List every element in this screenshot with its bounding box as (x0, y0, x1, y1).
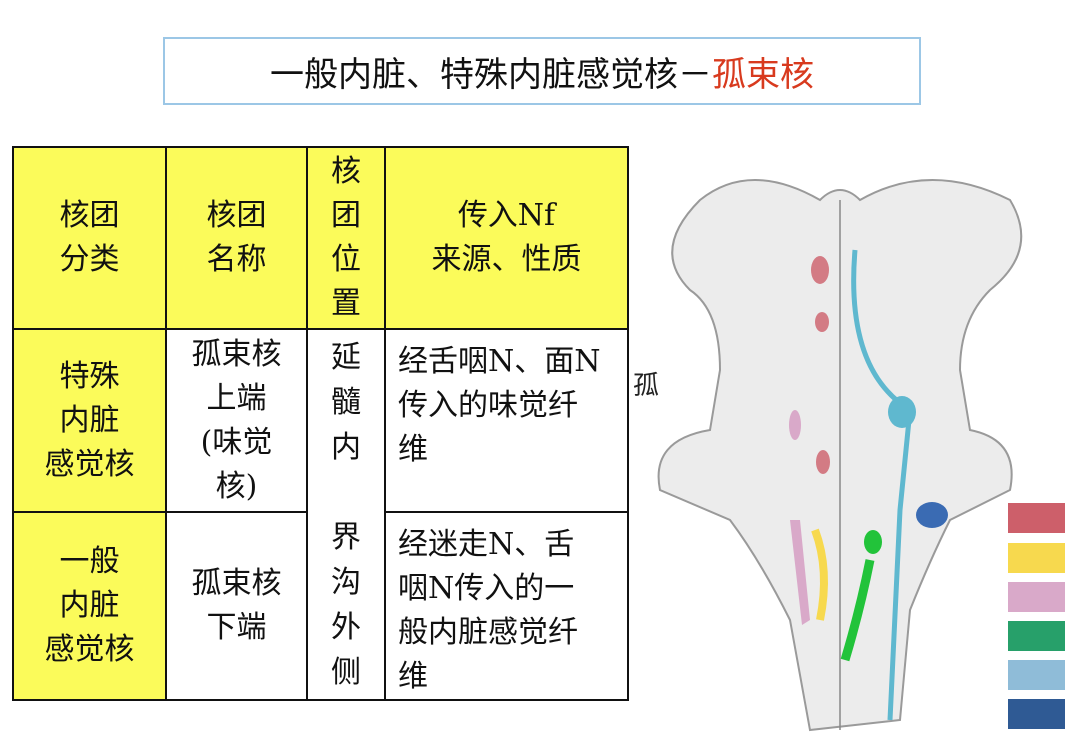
slide-title: 一般内脏、特殊内脏感觉核－孤束核 (163, 37, 921, 105)
cell-name: 孤束核下端 (165, 511, 308, 701)
header-name: 核团名称 (165, 146, 308, 330)
legend-swatch-green (1008, 621, 1065, 651)
char: 内 (331, 429, 361, 465)
nucleus-green (864, 530, 882, 554)
line: 经舌咽N、面N (398, 344, 601, 379)
legend-swatch-blue (1008, 699, 1065, 729)
table-row: 一般内脏感觉核 孤束核下端 经迷走N、舌咽N传入的一般内脏感觉纤维 (12, 511, 629, 701)
cell-source: 经舌咽N、面N 传入的味觉纤维 (384, 328, 629, 513)
line: 孤束核 (191, 336, 282, 372)
ganglion-cyan (888, 396, 916, 428)
brainstem-illustration (657, 179, 1023, 732)
cell-category: 特殊内脏感觉核 (12, 328, 167, 513)
nucleus-yellow (811, 528, 828, 621)
line: 维 (398, 432, 428, 467)
nucleus-red (811, 256, 829, 284)
line: 上端 (206, 380, 267, 416)
table-header-row: 核团分类 核团名称 核团位置 传入Nf 来源、性质 (12, 146, 629, 330)
header-text: 核团位置 (331, 154, 361, 321)
nucleus-red (815, 312, 829, 332)
line: 下端 (206, 610, 267, 645)
header-location: 核团位置 (306, 146, 386, 330)
nucleus-pink (790, 520, 810, 625)
line: 感觉核 (44, 632, 135, 667)
line: 核) (215, 468, 258, 504)
legend-swatch-red (1008, 503, 1065, 533)
line: 经迷走N、舌 (398, 527, 575, 562)
line: 感觉核 (44, 446, 135, 482)
line: 内脏 (59, 588, 120, 623)
line: 咽N传入的一 (398, 571, 575, 606)
line: 传入的味觉纤 (398, 388, 578, 423)
legend-swatch-lightblue (1008, 660, 1065, 690)
cell-source: 经迷走N、舌咽N传入的一般内脏感觉纤维 (384, 511, 629, 701)
header-text: 核团分类 (59, 198, 120, 277)
cell-location: 延髓内界沟外侧 (306, 328, 386, 701)
nucleus-pink (789, 410, 801, 440)
line: 孤束核 (191, 566, 282, 601)
cell-name: 孤束核上端 (味觉核) (165, 328, 308, 513)
char: 延 (331, 339, 361, 375)
nucleus-red (816, 450, 830, 474)
title-highlight: 孤束核 (712, 54, 814, 95)
nucleus-green (840, 559, 875, 662)
line: 来源、性质 (431, 242, 582, 277)
line: 传入Nf (457, 198, 556, 233)
char: 沟 (331, 564, 361, 600)
spacer (331, 470, 361, 515)
char: 髓 (331, 384, 361, 420)
char: 界 (331, 519, 361, 555)
legend-swatch-pink (1008, 582, 1065, 612)
ganglion-blue (916, 502, 948, 528)
line: 维 (398, 659, 428, 694)
header-text: 核团名称 (206, 198, 267, 277)
title-text: 一般内脏、特殊内脏感觉核－ (270, 54, 712, 95)
header-source: 传入Nf 来源、性质 (384, 146, 629, 330)
char: 外 (331, 609, 361, 645)
char: 侧 (331, 654, 361, 690)
cropped-text-fragment: 孤 (633, 371, 660, 401)
line: 特殊 (59, 358, 120, 394)
line: (味觉 (200, 424, 273, 460)
line: 一般 (59, 544, 120, 579)
line: 内脏 (59, 402, 120, 438)
header-category: 核团分类 (12, 146, 167, 330)
cell-category: 一般内脏感觉核 (12, 511, 167, 701)
legend-swatch-yellow (1008, 543, 1065, 573)
line: 般内脏感觉纤 (398, 615, 578, 650)
